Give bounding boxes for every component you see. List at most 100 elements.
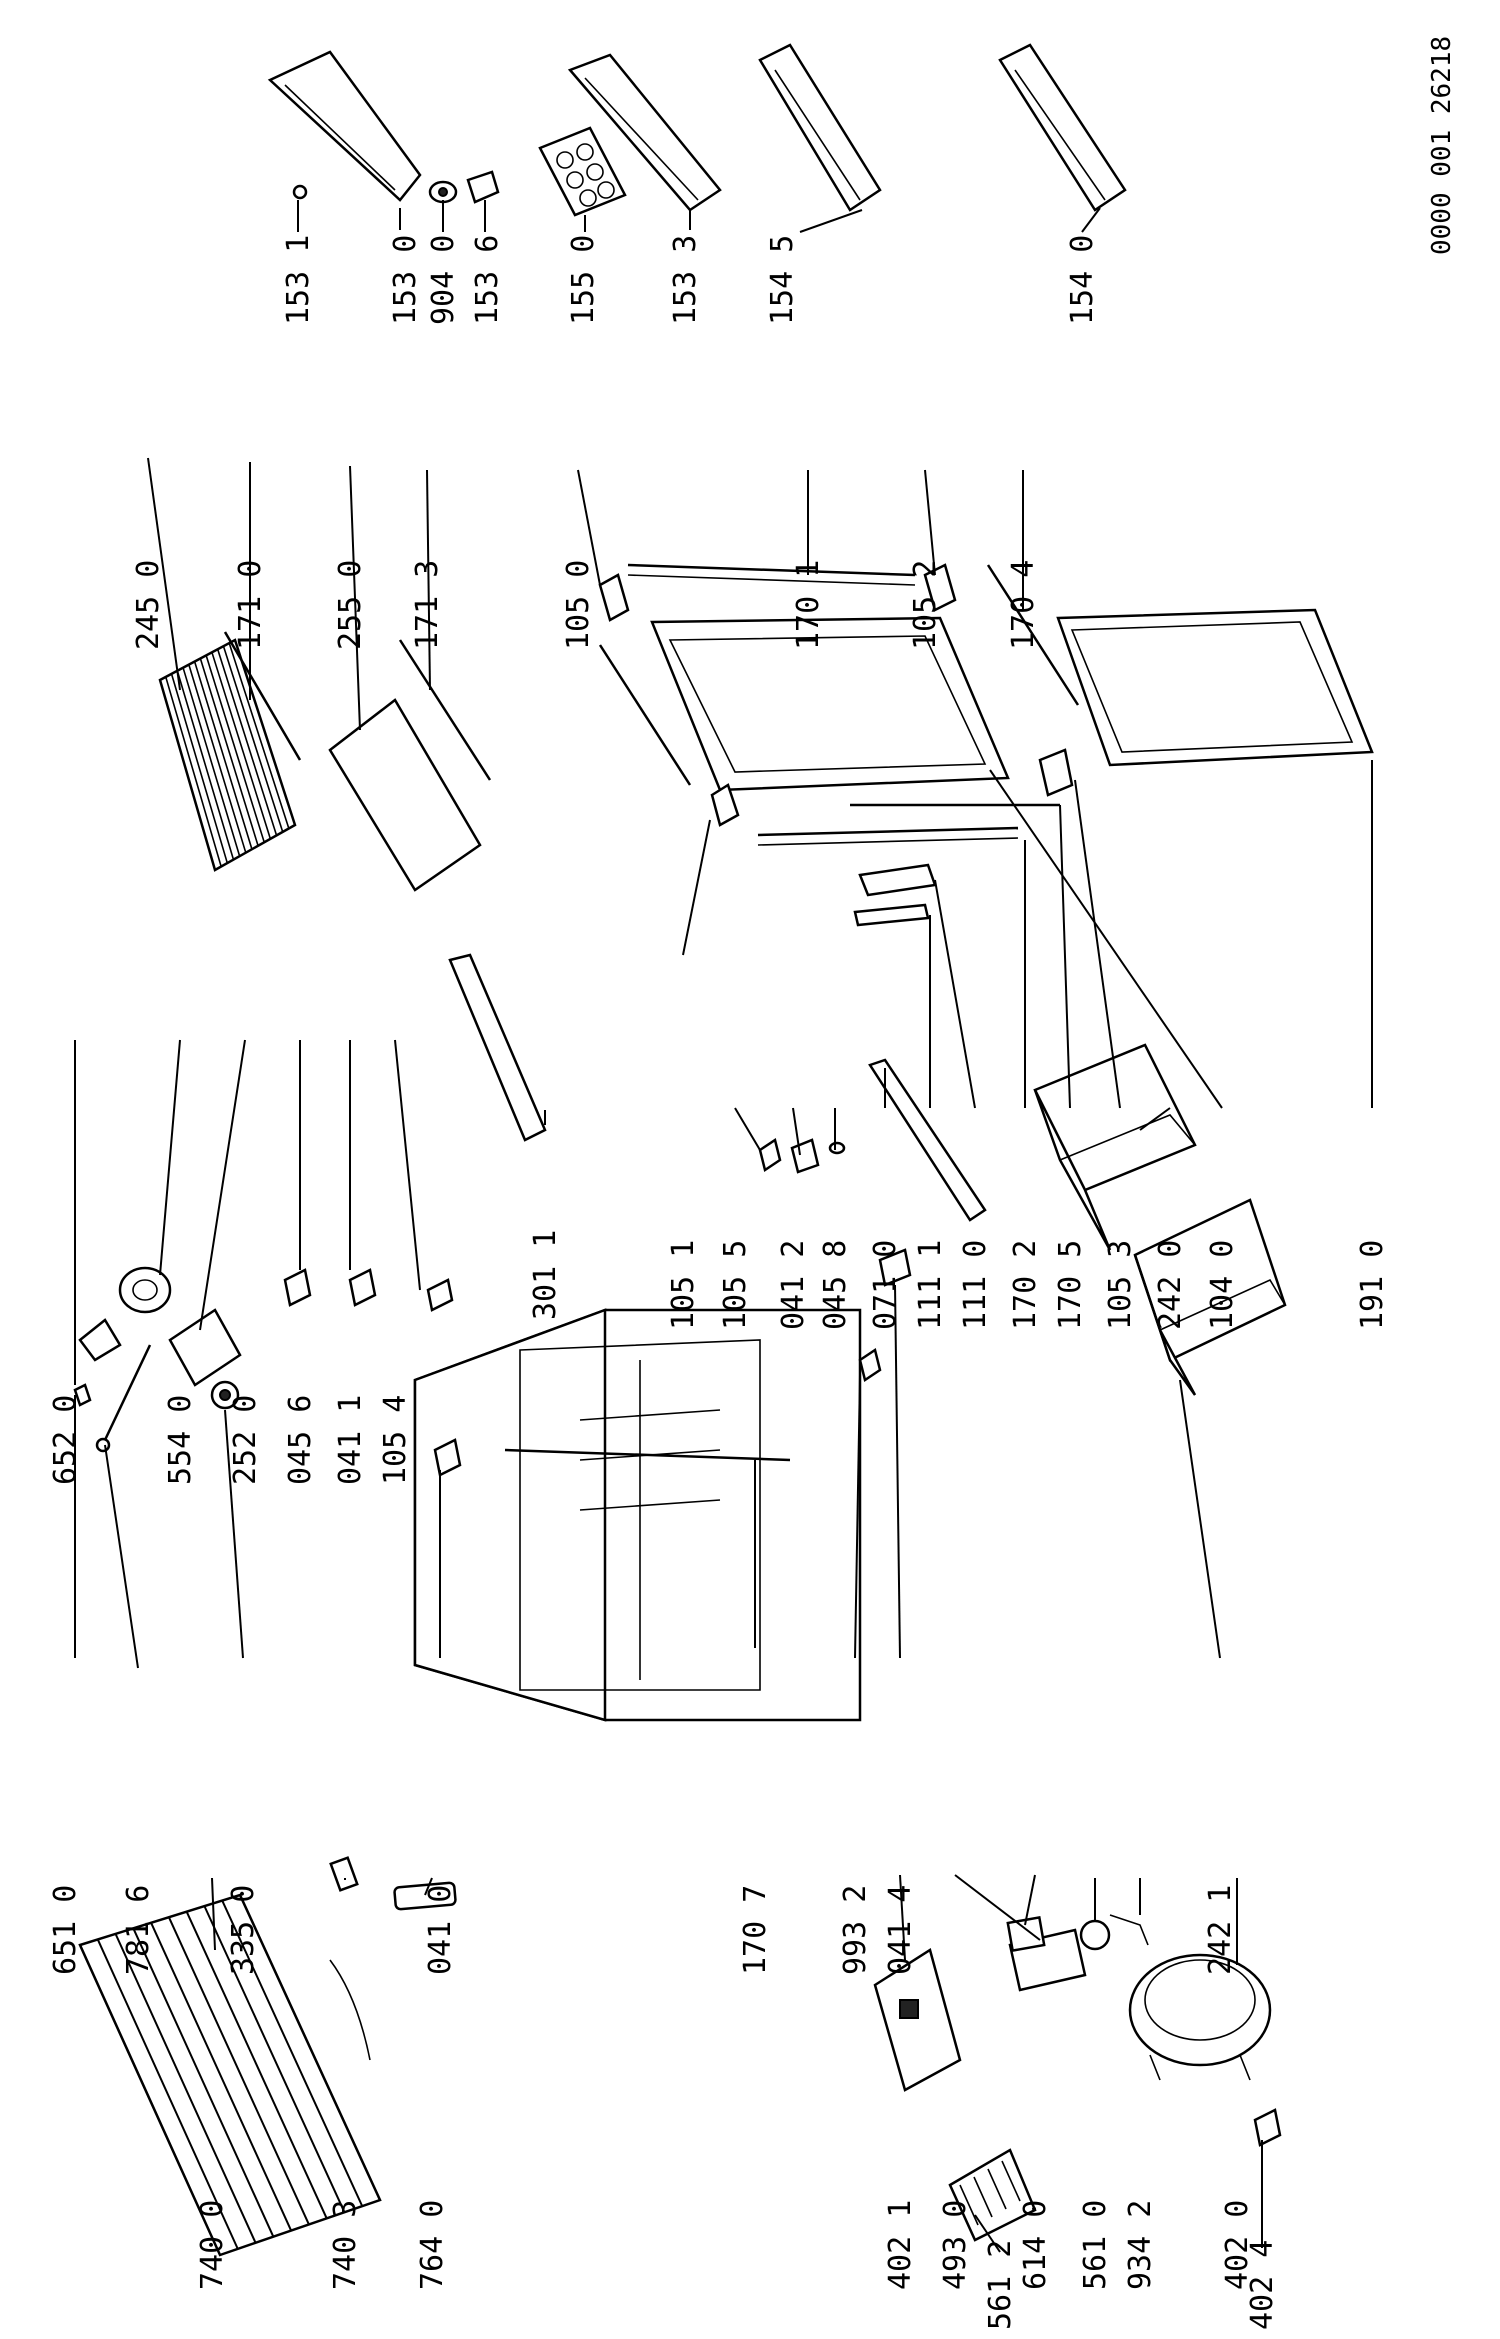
leader-line: [147, 457, 181, 691]
foot-bracket: [878, 1248, 912, 1287]
part-label: 171 3: [410, 560, 445, 650]
cabinet: [413, 1308, 862, 1722]
leader-line: [954, 1874, 1041, 1941]
terminal-fin: [973, 2176, 993, 2218]
wire-rod: [234, 639, 296, 826]
door-trim-rail-1: [627, 563, 916, 586]
part-label: 105 5: [718, 1240, 753, 1330]
part-label: 155 0: [566, 235, 601, 325]
capillary-sensor: [95, 1344, 152, 1453]
part-label: 402 0: [1220, 2200, 1255, 2290]
part-label: 934 2: [1123, 2200, 1158, 2290]
coil-tube: [79, 1944, 221, 2256]
hinge-mid: [923, 563, 957, 612]
part-label: 170 7: [738, 1885, 773, 1975]
wire-rod: [182, 667, 241, 857]
wire-rod: [165, 676, 222, 867]
leader-line: [1139, 1107, 1171, 1131]
door-balcony-2: [758, 43, 882, 212]
hinge-cabinet-2: [348, 1268, 377, 1307]
compressor-grommet: [1253, 2108, 1282, 2147]
leader-line: [104, 1444, 139, 1669]
part-label: 614 0: [1018, 2200, 1053, 2290]
wire-rod: [228, 642, 290, 829]
part-label: 041 4: [883, 1885, 918, 1975]
handle-strip: [853, 903, 930, 927]
part-label: 170 1: [791, 560, 826, 650]
coil-tube: [132, 1927, 275, 2238]
drier-filter: [393, 1881, 457, 1911]
shelf-pin-part: [292, 184, 308, 200]
part-label: 104 0: [1205, 1240, 1240, 1330]
relay-cover: [873, 1948, 962, 2092]
part-label: 111 1: [913, 1240, 948, 1330]
part-label: 255 0: [333, 560, 368, 650]
leader-line: [799, 209, 863, 233]
hinge-foot: [433, 1438, 462, 1477]
part-label: 335 0: [226, 1885, 261, 1975]
part-label: 105 2: [908, 560, 943, 650]
part-label: 111 0: [958, 1240, 993, 1330]
part-label: 153 0: [388, 235, 423, 325]
leader-line: [899, 1874, 906, 1961]
document-number: 0000 001 26218: [1427, 36, 1457, 255]
wire-rod: [193, 661, 253, 850]
part-label: 171 0: [233, 560, 268, 650]
leader-line: [974, 2214, 1001, 2253]
handle-bracket: [858, 863, 937, 897]
wire-rod: [205, 655, 265, 843]
leader-line: [1024, 1874, 1036, 1926]
part-label: 993 2: [838, 1885, 873, 1975]
leader-line: [394, 1039, 421, 1291]
leader-line: [682, 819, 711, 956]
terminal-fin: [1001, 2160, 1021, 2202]
wire-rod: [199, 658, 259, 847]
part-label: 651 0: [48, 1885, 83, 1975]
lamp-cover: [118, 1266, 172, 1314]
part-label: 904 0: [426, 235, 461, 325]
coil-tube: [150, 1922, 293, 2231]
coil-tube: [114, 1933, 257, 2244]
coil-tube: [239, 1894, 381, 2201]
terminal-box: [948, 2148, 1037, 2242]
cabinet-rail-bottom: [504, 1448, 791, 1462]
hinge-cabinet-3: [426, 1278, 454, 1312]
clip-part: [466, 170, 500, 204]
terminal-fin: [959, 2184, 979, 2226]
shelf-trim-2: [398, 639, 492, 781]
leader-lines: [74, 200, 1373, 2253]
part-label: 105 1: [666, 1240, 701, 1330]
leader-line: [424, 1877, 433, 1896]
door-rack-small: [267, 50, 422, 202]
egg-tray: [538, 126, 627, 217]
part-label: 105 0: [561, 560, 596, 650]
part-label: 153 1: [281, 235, 316, 325]
part-drawings: [73, 43, 1374, 2257]
lamp-bulb: [828, 1141, 846, 1155]
wire-shelf: [158, 638, 297, 872]
door-balcony-1: [567, 53, 722, 212]
part-label: 554 0: [163, 1395, 198, 1485]
part-label: 252 0: [228, 1395, 263, 1485]
part-label: 041 2: [776, 1240, 811, 1330]
hinge-cabinet-1: [283, 1268, 312, 1307]
door-side-rail: [598, 644, 692, 786]
leader-line: [577, 469, 601, 586]
coil-tube: [185, 1911, 328, 2219]
leader-line: [792, 1107, 801, 1156]
hinge-bottom: [1038, 748, 1074, 797]
leader-line: [159, 1039, 181, 1276]
part-label: 041 1: [333, 1395, 368, 1485]
part-label: 493 0: [938, 2200, 973, 2290]
coil-tube: [203, 1905, 346, 2213]
lamp-clip: [790, 1138, 820, 1174]
wire-rod: [176, 670, 235, 860]
wire-rod: [170, 673, 229, 864]
part-label: 154 5: [765, 235, 800, 325]
part-label: 105 3: [1103, 1240, 1138, 1330]
leader-line: [924, 469, 936, 576]
terminal-fin: [987, 2168, 1007, 2210]
part-label: 191 0: [1355, 1240, 1390, 1330]
